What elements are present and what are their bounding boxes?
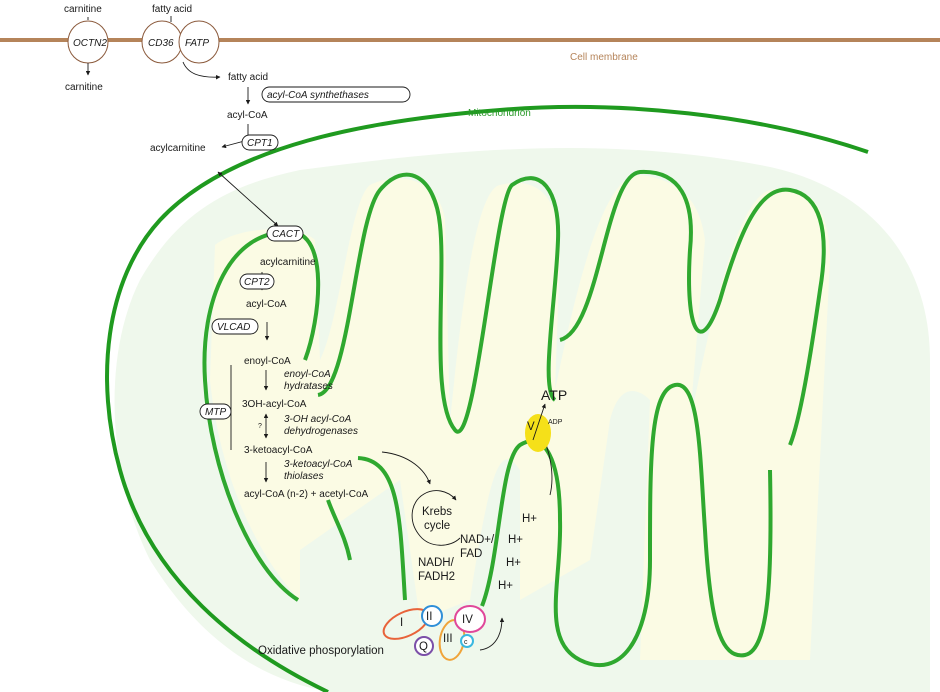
cpt1-label: CPT1 [247,138,273,149]
oh-acyl-coa-label: 3OH-acyl-CoA [242,399,307,410]
enoyl-coa-hydratases-line2: hydratases [284,381,333,392]
matrix-acylcarnitine-label: acylcarnitine [260,257,316,268]
question-mark-label: ? [258,423,262,430]
mtp-label: MTP [205,407,226,418]
beta-oxidation-products-label: acyl-CoA (n-2) + acetyl-CoA [244,489,369,500]
cact-label: CACT [272,229,300,240]
q-label: Q [419,641,428,653]
cell-membrane [0,38,940,42]
mitochondrion-label: Mitochondrion [468,108,531,119]
enoyl-coa-hydratases-line1: enoyl-CoA [284,369,331,380]
complex-iv-label: IV [462,614,473,626]
fatp-label: FATP [185,38,209,49]
nad-line1: NAD+/ [460,534,495,546]
oh-acyl-dehydrogenases-line1: 3-OH acyl-CoA [284,414,352,425]
carnitine-top-label: carnitine [64,4,102,15]
cytosol-fatty-acid-label: fatty acid [228,72,268,83]
cell-membrane-label: Cell membrane [570,52,638,63]
cytosol-acyl-coa-label: acyl-CoA [227,110,268,121]
matrix-acyl-coa-label: acyl-CoA [246,299,287,310]
complex-v-label: V [527,421,535,433]
c-label: c [464,639,468,646]
nadh-line2: FADH2 [418,571,455,583]
enoyl-coa-label: enoyl-CoA [244,356,291,367]
hplus-3: H+ [506,557,521,569]
nadh-line1: NADH/ [418,557,455,569]
complex-i-label: I [400,617,403,629]
ketoacyl-thiolases-line2: thiolases [284,471,323,482]
cytosol-acylcarnitine-label: acylcarnitine [150,143,206,154]
hplus-2: H+ [508,534,523,546]
oh-acyl-dehydrogenases-line2: dehydrogenases [284,426,358,437]
atp-label: ATP [541,387,567,403]
krebs-line2: cycle [424,520,450,532]
acyl-coa-synthethases-label: acyl-CoA synthethases [267,90,369,101]
fatty-acid-uptake-arrow [183,62,220,77]
complex-ii-label: II [426,611,432,623]
hplus-1: H+ [522,513,537,525]
ketoacyl-coa-label: 3-ketoacyl-CoA [244,445,313,456]
cpt2-label: CPT2 [244,277,270,288]
octn2-label: OCTN2 [73,38,107,49]
fatty-acid-top-label: fatty acid [152,4,192,15]
adp-label: ADP [548,419,563,426]
krebs-line1: Krebs [422,506,452,518]
cd36-label: CD36 [148,38,174,49]
nad-line2: FAD [460,548,482,560]
oxidative-phosphorylation-label: Oxidative phosporylation [258,645,384,657]
hplus-4: H+ [498,580,513,592]
vlcad-label: VLCAD [217,322,250,333]
carnitine-bottom-label: carnitine [65,82,103,93]
complex-iii-label: III [443,633,453,645]
ketoacyl-thiolases-line1: 3-ketoacyl-CoA [284,459,353,470]
